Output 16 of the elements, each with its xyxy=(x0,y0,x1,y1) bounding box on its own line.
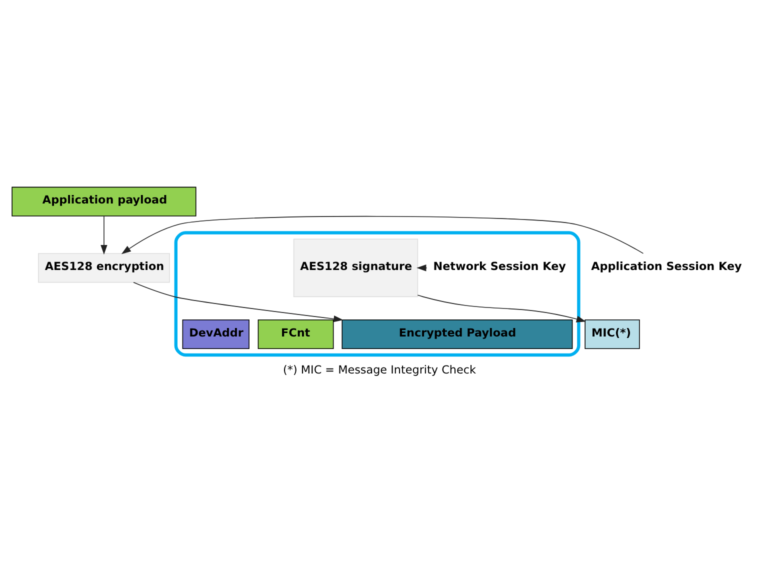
arrow xyxy=(100,216,108,255)
node-box: AES128 encryption xyxy=(38,253,170,283)
node-text: Network Session Key xyxy=(433,260,566,274)
arrow xyxy=(133,282,344,322)
caption: (*) MIC = Message Integrity Check xyxy=(283,364,476,377)
arrow xyxy=(417,294,586,322)
node-box: Application payload xyxy=(12,186,196,216)
node-box: AES128 signature xyxy=(293,238,418,298)
cluster xyxy=(174,231,580,357)
arrow xyxy=(416,264,428,272)
arrow xyxy=(121,216,644,254)
node-box: DevAddr xyxy=(182,319,250,350)
node-box: FCnt xyxy=(258,319,334,350)
node-text: Application Session Key xyxy=(591,260,742,274)
node-box: Encrypted Payload xyxy=(342,319,573,350)
node-box: MIC(*) xyxy=(584,319,640,350)
